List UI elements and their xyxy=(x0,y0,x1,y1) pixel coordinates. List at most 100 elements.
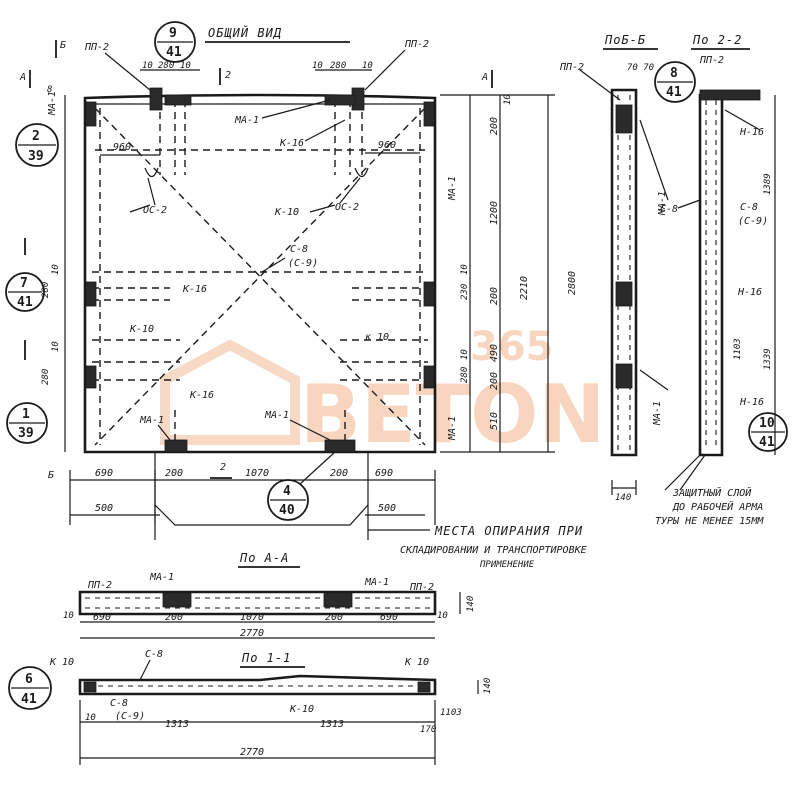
svg-text:140: 140 xyxy=(483,678,493,694)
label-k16-top: К-16 xyxy=(279,138,304,149)
section-11: По 1-1 К 10 С-8 К 10 С-8 (С-9) К-10 10 1… xyxy=(49,649,493,765)
svg-text:ПП-2: ПП-2 xyxy=(409,582,434,593)
svg-text:39: 39 xyxy=(28,149,44,164)
svg-text:К 10: К 10 xyxy=(49,657,74,668)
svg-text:ПП-2: ПП-2 xyxy=(559,62,584,73)
label-c8-center: С-8 xyxy=(290,244,308,255)
callout-2-39: 2 39 xyxy=(15,123,59,167)
main-view-labels: ПП-2 ПП-2 МА-1 К-16 ОС-2 ОС-2 К-10 С-8 (… xyxy=(47,39,458,441)
svg-text:200: 200 xyxy=(165,612,183,623)
label-os2-left: ОС-2 xyxy=(143,205,167,216)
label-k10-left: К-10 xyxy=(129,324,154,335)
svg-text:510: 510 xyxy=(489,412,500,430)
svg-text:1070: 1070 xyxy=(245,468,269,479)
svg-text:1200: 1200 xyxy=(489,201,500,225)
callout-7-41: 7 41 xyxy=(5,272,45,312)
svg-text:К 10: К 10 xyxy=(404,657,429,668)
section-aa: По А-А ПП-2 МА-1 МА-1 ПП-2 690 200 1070 … xyxy=(63,551,476,639)
svg-text:С-8: С-8 xyxy=(145,649,163,660)
mark-2-top: 2 xyxy=(225,70,231,81)
svg-text:280: 280 xyxy=(41,282,51,298)
svg-text:200: 200 xyxy=(489,372,500,390)
svg-text:690: 690 xyxy=(95,468,113,479)
svg-text:С-8: С-8 xyxy=(740,202,758,213)
label-ma1-left-vert: МА-1 xyxy=(47,91,58,116)
label-k16-bottom: К-16 xyxy=(189,390,214,401)
label-k10-right: к 10 xyxy=(365,332,389,343)
svg-text:280: 280 xyxy=(330,61,346,71)
svg-text:10: 10 xyxy=(437,611,448,621)
section-22-title: По 2-2 xyxy=(692,33,742,47)
svg-text:Н-16: Н-16 xyxy=(739,127,764,138)
mark-a-left: А xyxy=(19,72,26,83)
note-support-3: ПРИМЕНЕНИЕ xyxy=(479,560,535,570)
watermark: 365 BETON xyxy=(160,324,605,461)
main-panel xyxy=(83,93,437,454)
section-bb-title: ПоБ-Б xyxy=(604,33,646,47)
label-k10-center: К-10 xyxy=(274,207,299,218)
section-22: По 2-2 ПП-2 Н-16 С-8 (С-9) Н-16 Н-16 С-8… xyxy=(660,33,776,491)
mark-b-bottom: Б xyxy=(48,470,54,481)
svg-text:1103: 1103 xyxy=(733,338,743,360)
svg-text:10: 10 xyxy=(63,611,74,621)
svg-text:960: 960 xyxy=(113,142,131,153)
section-aa-title: По А-А xyxy=(239,551,289,565)
mark-b-top: Б xyxy=(60,40,66,51)
svg-text:1070: 1070 xyxy=(240,612,264,623)
svg-text:170: 170 xyxy=(420,725,436,735)
svg-text:39: 39 xyxy=(18,426,34,441)
svg-text:41: 41 xyxy=(666,85,682,100)
label-ma1-right-vert-low: МА-1 xyxy=(447,416,458,441)
label-ma1-right-vert: МА-1 xyxy=(447,176,458,201)
callout-6-41: 6 41 xyxy=(8,666,52,710)
svg-text:200: 200 xyxy=(165,468,183,479)
mark-2-bottom: 2 xyxy=(220,462,226,473)
svg-text:140: 140 xyxy=(615,493,631,503)
svg-text:41: 41 xyxy=(759,435,775,450)
svg-text:500: 500 xyxy=(378,503,396,514)
label-k16-mid: К-16 xyxy=(182,284,207,295)
callout-4-40: 4 40 xyxy=(267,451,336,521)
svg-text:1313: 1313 xyxy=(165,719,189,730)
svg-text:490: 490 xyxy=(489,344,500,362)
svg-text:10: 10 xyxy=(362,61,373,71)
note-support-2: СКЛАДИРОВАНИИ И ТРАНСПОРТИРОВКЕ xyxy=(400,545,587,556)
svg-text:1103: 1103 xyxy=(440,708,462,718)
mark-a-right: А xyxy=(481,72,488,83)
svg-text:С-8: С-8 xyxy=(660,204,678,215)
note-cover-2: ДО РАБОЧЕЙ АРМА xyxy=(672,500,763,513)
label-pp2-left: ПП-2 xyxy=(84,42,109,53)
svg-text:10: 10 xyxy=(51,341,61,352)
svg-text:200: 200 xyxy=(330,468,348,479)
dim-aa-total: 2770 xyxy=(240,628,264,639)
svg-text:Н-16: Н-16 xyxy=(737,287,762,298)
svg-text:280: 280 xyxy=(158,61,174,71)
dim-11-total: 2770 xyxy=(240,747,264,758)
svg-text:К-10: К-10 xyxy=(289,704,314,715)
callout-10-41: 10 41 xyxy=(748,412,788,452)
svg-text:690: 690 xyxy=(93,612,111,623)
svg-text:1339: 1339 xyxy=(763,348,773,370)
label-ma1-top: МА-1 xyxy=(234,115,259,126)
svg-text:4: 4 xyxy=(283,484,291,499)
svg-text:6: 6 xyxy=(25,672,33,687)
svg-text:200: 200 xyxy=(489,117,500,135)
svg-text:1313: 1313 xyxy=(320,719,344,730)
note-support-1: МЕСТА ОПИРАНИЯ ПРИ xyxy=(434,524,583,538)
svg-text:С-8: С-8 xyxy=(110,698,128,709)
svg-text:1389: 1389 xyxy=(763,173,773,195)
svg-text:МА-1: МА-1 xyxy=(364,577,389,588)
label-c9-center: (С-9) xyxy=(288,258,318,269)
svg-text:200: 200 xyxy=(489,287,500,305)
callout-9-41: 9 41 xyxy=(154,21,196,63)
section-11-title: По 1-1 xyxy=(241,651,291,665)
section-bb: ПоБ-Б ПП-2 70 70 МА-1 МА-1 140 xyxy=(559,33,669,503)
svg-text:41: 41 xyxy=(17,295,33,310)
svg-text:200: 200 xyxy=(325,612,343,623)
svg-text:2800: 2800 xyxy=(567,271,578,295)
svg-text:230: 230 xyxy=(460,284,470,300)
svg-text:690: 690 xyxy=(375,468,393,479)
svg-text:МА-1: МА-1 xyxy=(657,191,668,216)
svg-text:10: 10 xyxy=(51,264,61,275)
